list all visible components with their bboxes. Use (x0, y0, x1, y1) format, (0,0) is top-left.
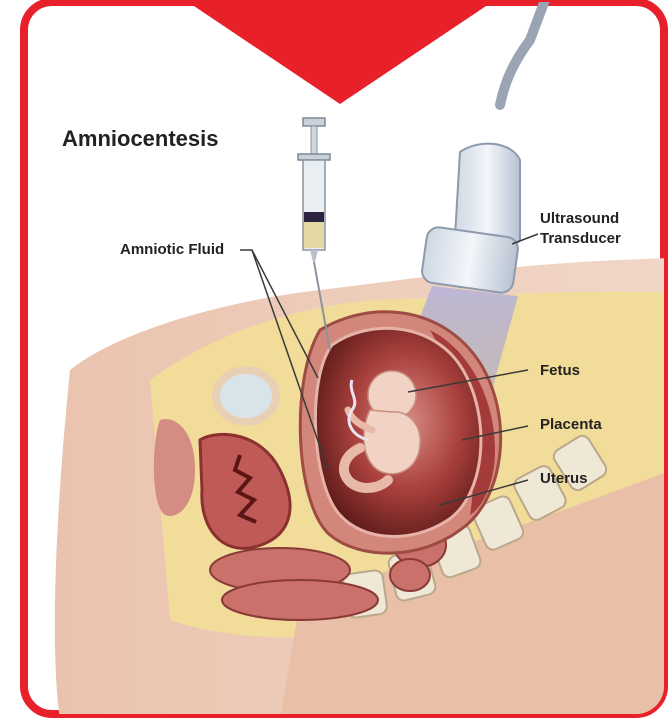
label-transducer-line2: Transducer (540, 230, 621, 247)
label-amniotic-fluid: Amniotic Fluid (120, 241, 224, 258)
label-fetus: Fetus (540, 362, 580, 379)
bladder (216, 370, 276, 422)
label-uterus: Uterus (540, 470, 588, 487)
diagram-title: Amniocentesis (62, 126, 219, 152)
label-ultrasound-line1: Ultrasound (540, 210, 619, 227)
label-placenta: Placenta (540, 416, 602, 433)
